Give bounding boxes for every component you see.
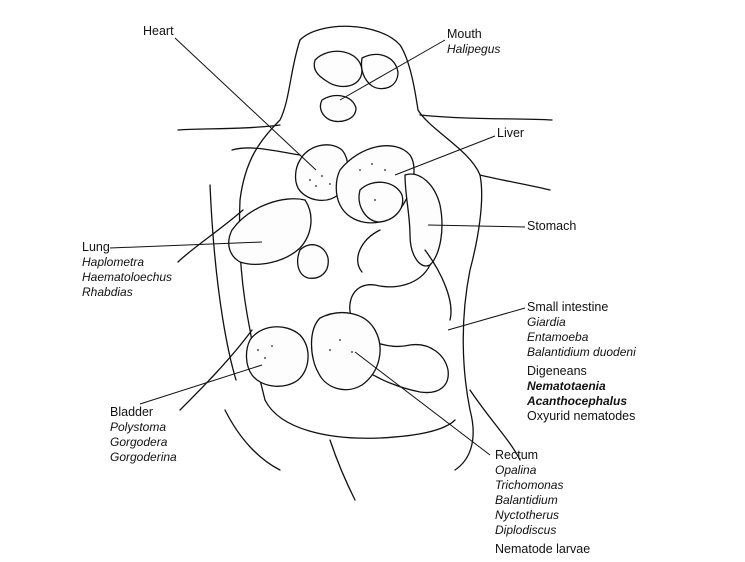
lung-parasite-0: Haplometra bbox=[82, 255, 172, 270]
bladder-parasite-2: Gorgoderina bbox=[110, 450, 177, 465]
leader-bladder bbox=[140, 365, 262, 404]
mouth-label-group: Mouth Halipegus bbox=[447, 27, 500, 57]
rectum-label: Rectum bbox=[495, 448, 590, 463]
small-intestine-label: Small intestine bbox=[527, 300, 636, 315]
lung-parasite-1: Haematoloechus bbox=[82, 270, 172, 285]
bladder-label-group: Bladder Polystoma Gorgodera Gorgoderina bbox=[110, 405, 177, 465]
body-outline bbox=[178, 26, 552, 500]
heart-label: Heart bbox=[143, 24, 174, 39]
bladder-parasite-1: Gorgodera bbox=[110, 435, 177, 450]
rectum-shape bbox=[312, 313, 381, 390]
small-intestine-parasite-0: Giardia bbox=[527, 315, 636, 330]
leader-small-intestine bbox=[448, 308, 525, 330]
digeneans-item-1: Acanthocephalus bbox=[527, 394, 636, 409]
digeneans-label: Digeneans bbox=[527, 364, 636, 379]
bladder-label: Bladder bbox=[110, 405, 177, 420]
bladder-parasite-0: Polystoma bbox=[110, 420, 177, 435]
rectum-parasite-1: Trichomonas bbox=[495, 478, 590, 493]
stomach-shape bbox=[405, 174, 442, 266]
oxyurid-label: Oxyurid nematodes bbox=[527, 409, 636, 424]
mouth-label: Mouth bbox=[447, 27, 500, 42]
digeneans-item-0: Nematotaenia bbox=[527, 379, 636, 394]
rectum-parasite-3: Nyctotherus bbox=[495, 508, 590, 523]
small-intestine-parasite-1: Entamoeba bbox=[527, 330, 636, 345]
rectum-parasite-4: Diplodiscus bbox=[495, 523, 590, 538]
lung-parasite-2: Rhabdias bbox=[82, 285, 172, 300]
mouth-parasite-0: Halipegus bbox=[447, 42, 500, 57]
lung-label-group: Lung Haplometra Haematoloechus Rhabdias bbox=[82, 240, 172, 300]
leader-rectum bbox=[355, 352, 490, 455]
bladder-shape bbox=[246, 327, 308, 387]
rectum-parasite-0: Opalina bbox=[495, 463, 590, 478]
liver-shape bbox=[336, 146, 414, 223]
nematode-larvae-label: Nematode larvae bbox=[495, 542, 590, 557]
kidney-shape bbox=[298, 245, 329, 279]
lung-label: Lung bbox=[82, 240, 172, 255]
liver-label: Liver bbox=[497, 126, 524, 141]
small-intestine-parasite-2: Balantidium duodeni bbox=[527, 345, 636, 360]
rectum-label-group: Rectum Opalina Trichomonas Balantidium N… bbox=[495, 448, 590, 557]
small-intestine-label-group: Small intestine Giardia Entamoeba Balant… bbox=[527, 300, 636, 424]
head-features bbox=[314, 51, 398, 121]
rectum-parasite-2: Balantidium bbox=[495, 493, 590, 508]
stomach-label: Stomach bbox=[527, 219, 576, 234]
